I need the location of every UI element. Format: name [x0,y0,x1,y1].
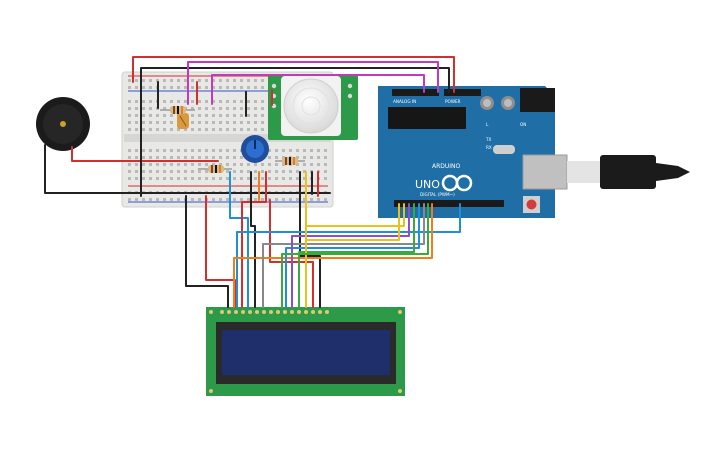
wire-d7[interactable] [291,203,410,308]
resistor-2[interactable] [198,165,232,173]
wire-lcd-gnd[interactable] [185,195,229,308]
power-header-label: POWER [445,99,461,104]
arduino-brand-label: ARDUINO [432,163,461,170]
analog-header-label: ANALOG IN [393,99,416,104]
wire-lcd-k[interactable] [299,171,321,308]
wire-d-rs[interactable] [236,203,461,308]
photoresistor[interactable] [177,113,189,129]
led-on-label: ON [520,122,526,127]
arduino-logo [441,174,473,192]
arduino-model-label: UNO [415,178,440,191]
wire-pir-magenta[interactable] [211,74,425,105]
wire-d-green[interactable] [281,203,429,308]
wire-5v-red[interactable] [132,56,455,93]
lcd-display[interactable] [206,307,405,396]
wire-buzzer-red[interactable] [71,146,219,162]
piezo-buzzer[interactable] [36,97,90,151]
led-l-label: L [486,122,489,127]
wire-pot-red[interactable] [241,171,267,308]
wire-gnd-black[interactable] [140,67,450,197]
wire-sensor-magenta[interactable] [187,61,439,105]
wire-d4[interactable] [262,203,425,308]
lcd-screen [222,330,390,375]
wire-d6[interactable] [298,203,415,308]
pir-sensor[interactable] [268,74,358,140]
lcd-pins [220,310,329,314]
wire-d-en[interactable] [233,203,433,308]
wire-lcd-rw[interactable] [250,171,256,308]
led-rx-label: RX [486,145,492,150]
arduino-uno[interactable]: UNO ARDUINO ANALOG IN POWER DIGITAL (PWM… [378,86,568,218]
led-tx-label: TX [485,137,492,142]
wire-d-yellow[interactable] [305,203,405,308]
wire-yellow-bb[interactable] [305,171,400,241]
potentiometer[interactable] [241,135,269,163]
usb-cable[interactable] [567,155,690,189]
resistor-1[interactable] [160,106,195,114]
wire-d5[interactable] [285,203,420,308]
wire-buzzer-black[interactable] [44,144,331,194]
digital-header-label: DIGITAL (PWM~) [420,192,455,197]
resistor-3[interactable] [275,157,305,165]
wire-lcd-vo[interactable] [229,171,249,308]
